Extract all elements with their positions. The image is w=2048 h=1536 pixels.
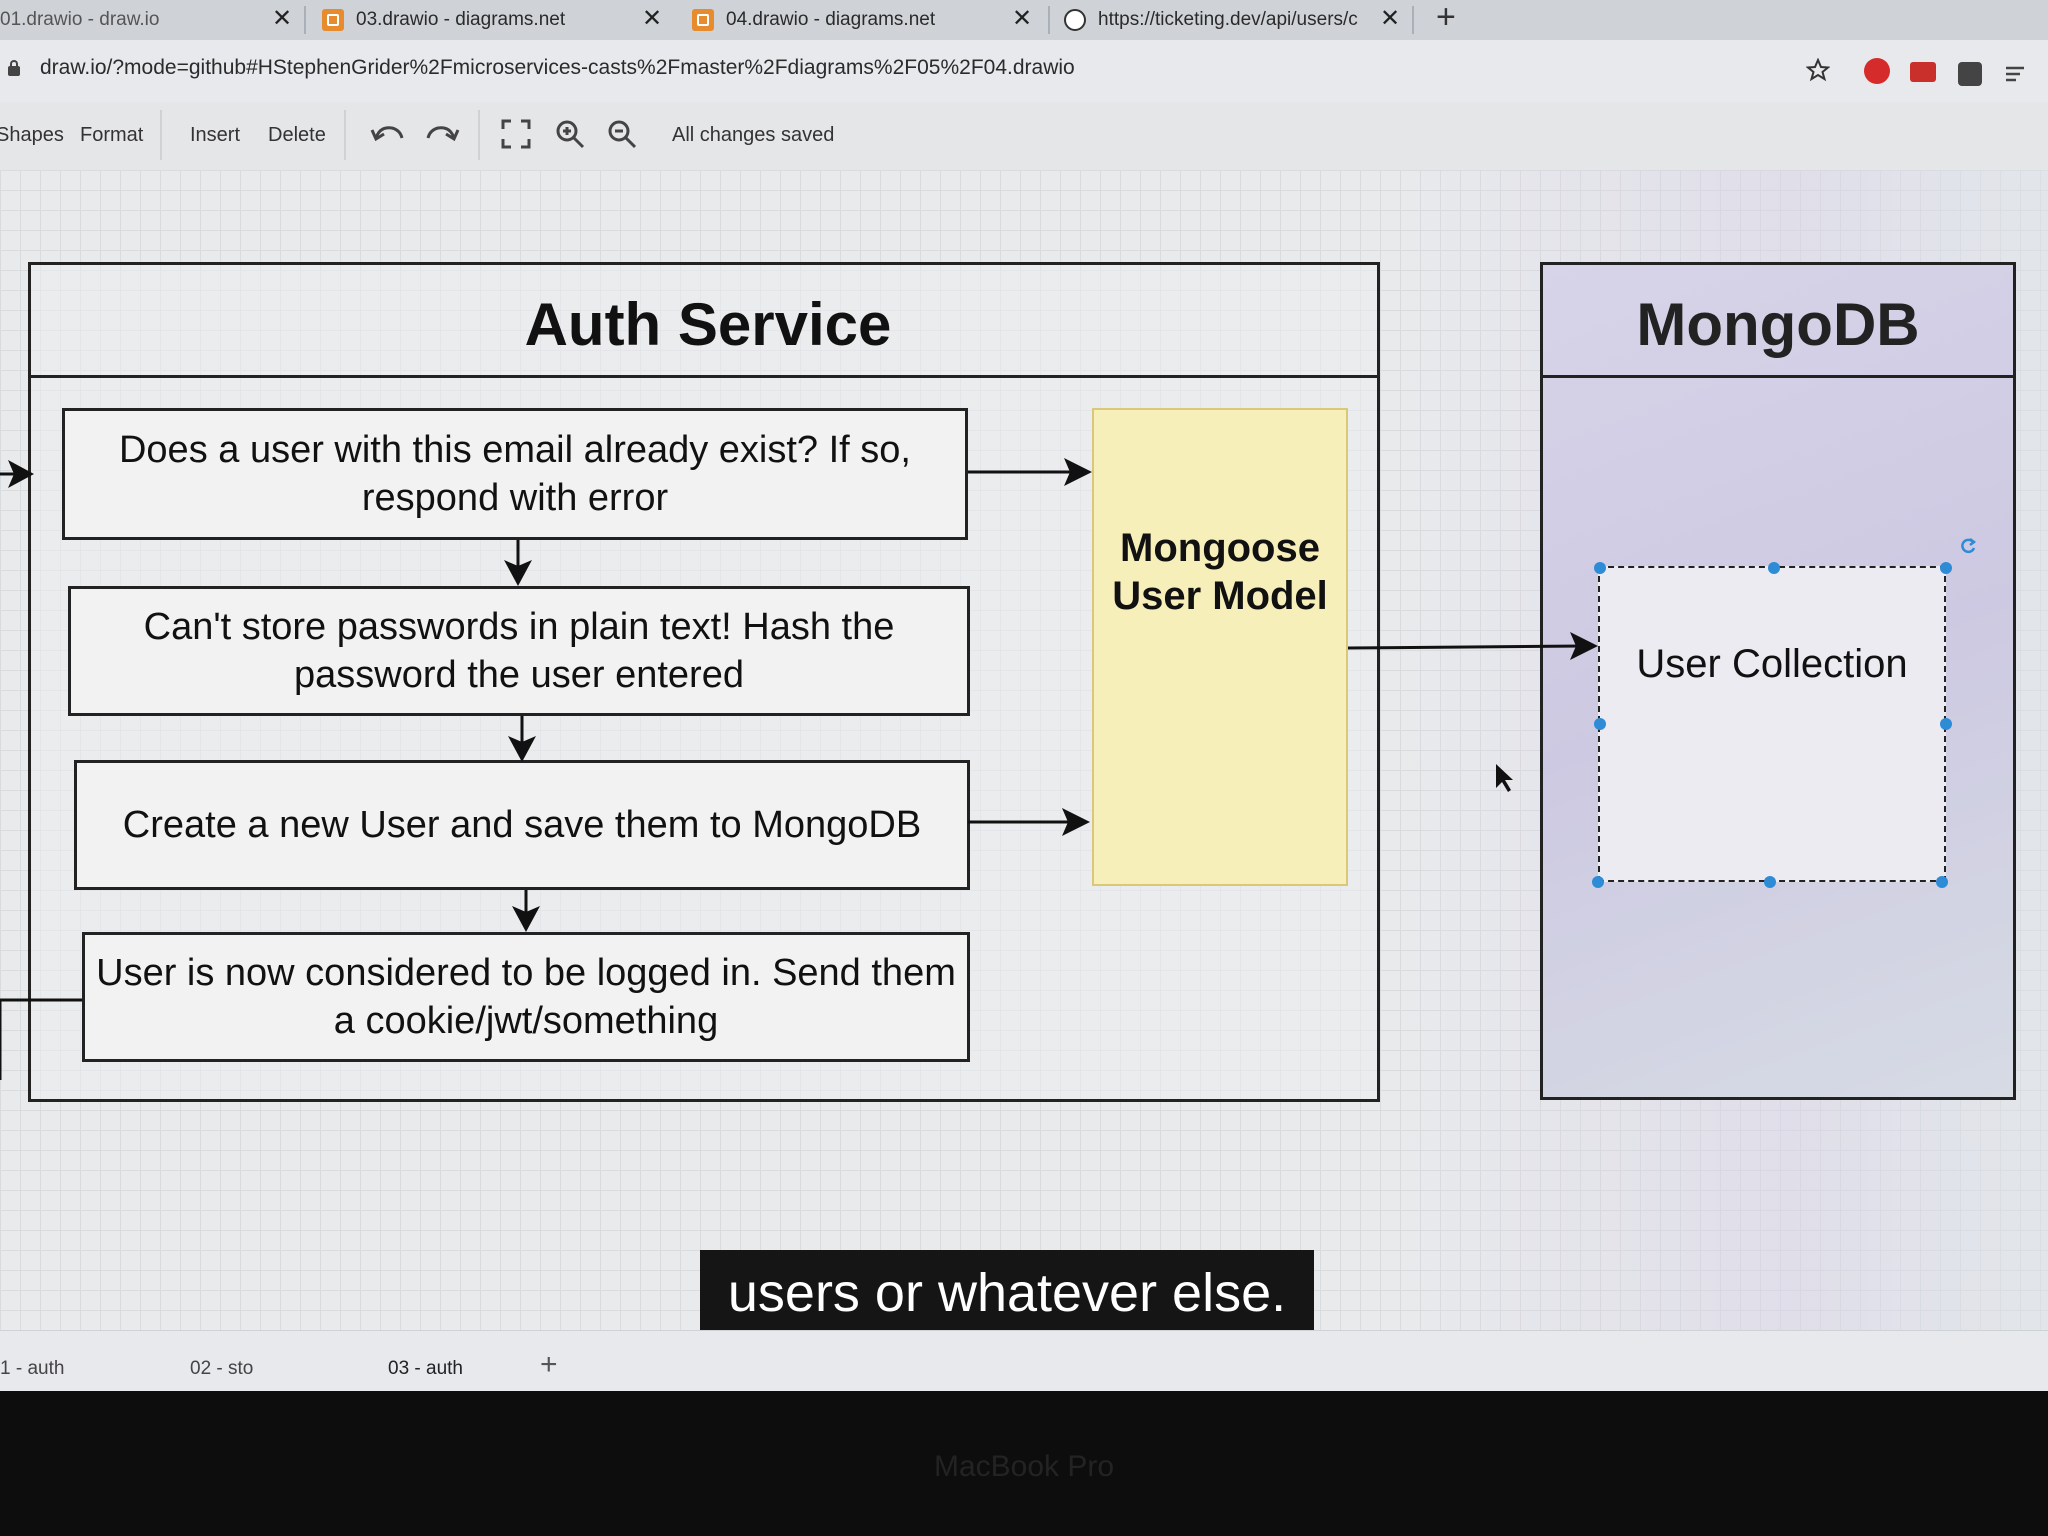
browser-tab[interactable]: 01.drawio - draw.io [0,0,270,40]
mongoose-user-model-box[interactable]: Mongoose User Model [1092,408,1348,886]
diagram-connectors [0,458,1598,1080]
redo-icon[interactable] [424,120,460,146]
mouse-cursor-icon [1496,764,1513,792]
auth-service-header [28,262,1380,378]
resize-handle[interactable] [1940,562,1952,574]
toolbar-separator [344,110,346,160]
delete-button[interactable]: Delete [268,124,326,146]
step-text: User is now considered to be logged in. … [96,952,956,1042]
resize-handle[interactable] [1936,876,1948,888]
reading-list-icon[interactable] [2004,64,2026,84]
resize-handle[interactable] [1594,562,1606,574]
resize-handle[interactable] [1592,876,1604,888]
resize-handle[interactable] [1594,718,1606,730]
drawio-favicon-icon [692,9,714,31]
collection-label: User Collection [1636,641,1908,686]
browser-tab[interactable]: https://ticketing.dev/api/users/c [1064,0,1374,40]
tab-close-icon[interactable]: ✕ [272,5,293,32]
extension-lastpass-icon[interactable] [1910,62,1936,82]
step-text: Can't store passwords in plain text! Has… [143,606,895,696]
tab-separator [1412,6,1414,34]
tab-title: https://ticketing.dev/api/users/c [1098,9,1358,30]
step-text: Does a user with this email already exis… [118,429,911,519]
url-field[interactable]: draw.io/?mode=github#HStephenGrider%2Fmi… [40,56,1075,79]
new-tab-button[interactable]: + [1436,0,1456,36]
drawio-toolbar [0,102,2048,171]
toolbar-separator [478,110,480,160]
save-status: All changes saved [672,124,835,146]
mongodb-title: MongoDB [1636,291,1920,358]
step-logged-in[interactable]: User is now considered to be logged in. … [82,932,970,1062]
rotate-handle-icon[interactable] [1958,536,1978,556]
insert-button[interactable]: Insert [190,124,241,146]
tab-separator [304,6,306,34]
fullscreen-icon[interactable] [500,118,532,150]
bookmark-star-icon[interactable] [1806,58,1830,82]
browser-tab[interactable]: 03.drawio - diagrams.net [322,0,622,40]
address-bar [0,40,2048,102]
page-tab-sto[interactable]: 02 - sto [190,1358,254,1379]
step-text: Create a new User and save them to Mongo… [122,804,922,846]
resize-handle[interactable] [1940,718,1952,730]
tab-close-icon[interactable]: ✕ [1380,5,1401,32]
zoom-in-icon[interactable] [554,118,586,150]
undo-icon[interactable] [370,120,406,146]
drawio-favicon-icon [322,9,344,31]
zoom-out-icon[interactable] [606,118,638,150]
resize-handle[interactable] [1764,876,1776,888]
auth-service-title: Auth Service [524,291,892,358]
resize-handle[interactable] [1768,562,1780,574]
toolbar-separator [160,110,162,160]
tab-title: 04.drawio - diagrams.net [726,9,936,30]
video-caption: users or whatever else. [700,1250,1314,1336]
shapes-button[interactable]: Shapes [0,124,64,146]
page-tab-bar [0,1330,2048,1391]
device-label: MacBook Pro [933,1450,1115,1483]
lock-icon [8,60,20,76]
globe-icon [1064,9,1086,31]
tab-title: 03.drawio - diagrams.net [356,9,566,30]
extension-opera-icon[interactable] [1864,58,1890,84]
tab-title: 01.drawio - draw.io [0,9,160,30]
browser-tab-active[interactable]: 04.drawio - diagrams.net [692,0,992,40]
model-label: Mongoose User Model [1112,526,1328,618]
extension-shield-icon[interactable] [1958,62,1982,86]
step-hash-password[interactable]: Can't store passwords in plain text! Has… [68,586,970,716]
step-check-existing-user[interactable]: Does a user with this email already exis… [62,408,968,540]
add-page-button[interactable]: + [540,1348,558,1381]
tab-close-icon[interactable]: ✕ [1012,5,1033,32]
format-button[interactable]: Format [80,124,144,146]
tab-separator [1048,6,1050,34]
tab-close-icon[interactable]: ✕ [642,5,663,32]
page-tab-auth[interactable]: 1 - auth [0,1358,65,1379]
page-tab-auth-active[interactable]: 03 - auth [388,1358,463,1379]
mongodb-header [1540,262,2016,378]
